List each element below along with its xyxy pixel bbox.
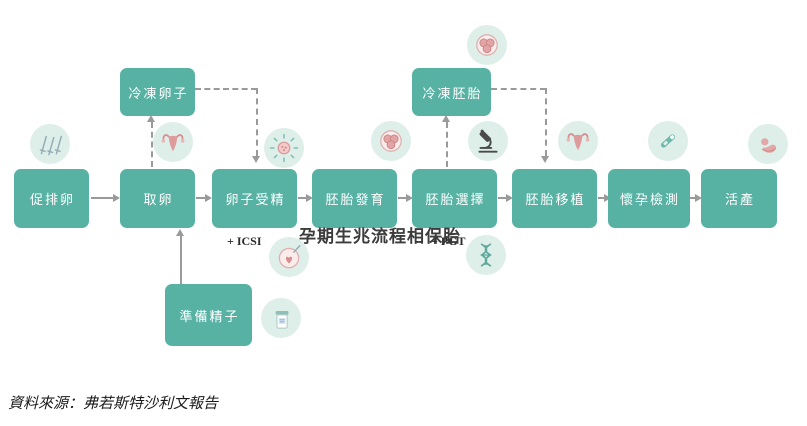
dashed-connector-frozen-embryos-return <box>545 88 547 156</box>
step-label: 取卵 <box>143 192 174 207</box>
flow-arrow <box>598 193 611 202</box>
pregnancy-test-icon <box>648 121 688 161</box>
flow-arrow <box>690 193 702 202</box>
step-label: 懷孕檢測 <box>619 192 680 207</box>
step-label: 準備精子 <box>179 308 240 324</box>
dashed-connector-frozen-embryos-return <box>491 88 546 90</box>
fertilized-egg-icon <box>264 128 304 168</box>
dashed-connector-frozen-embryos <box>446 122 448 167</box>
embryo-cells-icon <box>467 25 507 65</box>
flow-step-sperm-preparation: 準備精子 <box>165 284 252 346</box>
icsi-note: + ICSI <box>227 234 262 248</box>
flow-arrow <box>498 193 513 202</box>
step-label: 卵子受精 <box>225 192 286 207</box>
flow-step-ovulation-induction: 促排卵 <box>14 169 89 228</box>
source-note: 資料來源：弗若斯特沙利文報告 <box>8 396 219 412</box>
flow-arrow <box>298 193 313 202</box>
step-label: 冷凍胚胎 <box>422 85 483 101</box>
dashed-connector-frozen-eggs-return <box>195 88 257 90</box>
watermark-text: 孕期生兆流程相保胎 <box>299 227 461 246</box>
flow-step-frozen-eggs: 冷凍卵子 <box>120 68 195 116</box>
arrowhead-up <box>176 229 184 236</box>
step-label: 胚胎選擇 <box>425 192 486 207</box>
step-label: 冷凍卵子 <box>128 85 189 101</box>
flow-step-embryo-transfer: 胚胎移植 <box>512 169 597 228</box>
flow-step-egg-retrieval: 取卵 <box>120 169 195 228</box>
flow-step-live-birth: 活產 <box>701 169 777 228</box>
step-label: 促排卵 <box>29 192 75 207</box>
flow-step-embryo-selection: 胚胎選擇 <box>412 169 497 228</box>
pgt-note: + PGT <box>431 234 466 248</box>
embryo-cells-icon <box>371 121 411 161</box>
step-label: 胚胎移植 <box>525 192 586 207</box>
connector-sperm-preparation <box>180 236 182 284</box>
uterus-icon <box>558 121 598 161</box>
arrowhead-down <box>252 156 260 163</box>
flow-step-egg-fertilization: 卵子受精 <box>212 169 297 228</box>
dashed-connector-frozen-eggs-return <box>256 88 258 156</box>
arrowhead-down <box>541 156 549 163</box>
step-label: 胚胎發育 <box>325 192 386 207</box>
uterus-icon <box>153 122 193 162</box>
specimen-cup-icon <box>261 298 301 338</box>
flow-step-frozen-embryos: 冷凍胚胎 <box>412 68 491 116</box>
microscope-icon <box>468 121 508 161</box>
baby-icon <box>748 124 788 164</box>
flow-arrow <box>196 193 212 202</box>
step-label: 活產 <box>724 192 755 207</box>
arrowhead-up <box>442 115 450 122</box>
syringes-icon <box>30 124 70 164</box>
flow-arrow <box>398 193 413 202</box>
dna-icon <box>466 235 506 275</box>
arrowhead-up <box>147 115 155 122</box>
icsi-injection-icon <box>269 237 309 277</box>
flow-arrow <box>91 193 120 202</box>
flow-step-pregnancy-test: 懷孕檢測 <box>608 169 690 228</box>
dashed-connector-frozen-eggs <box>151 122 153 167</box>
flow-step-embryo-development: 胚胎發育 <box>312 169 397 228</box>
